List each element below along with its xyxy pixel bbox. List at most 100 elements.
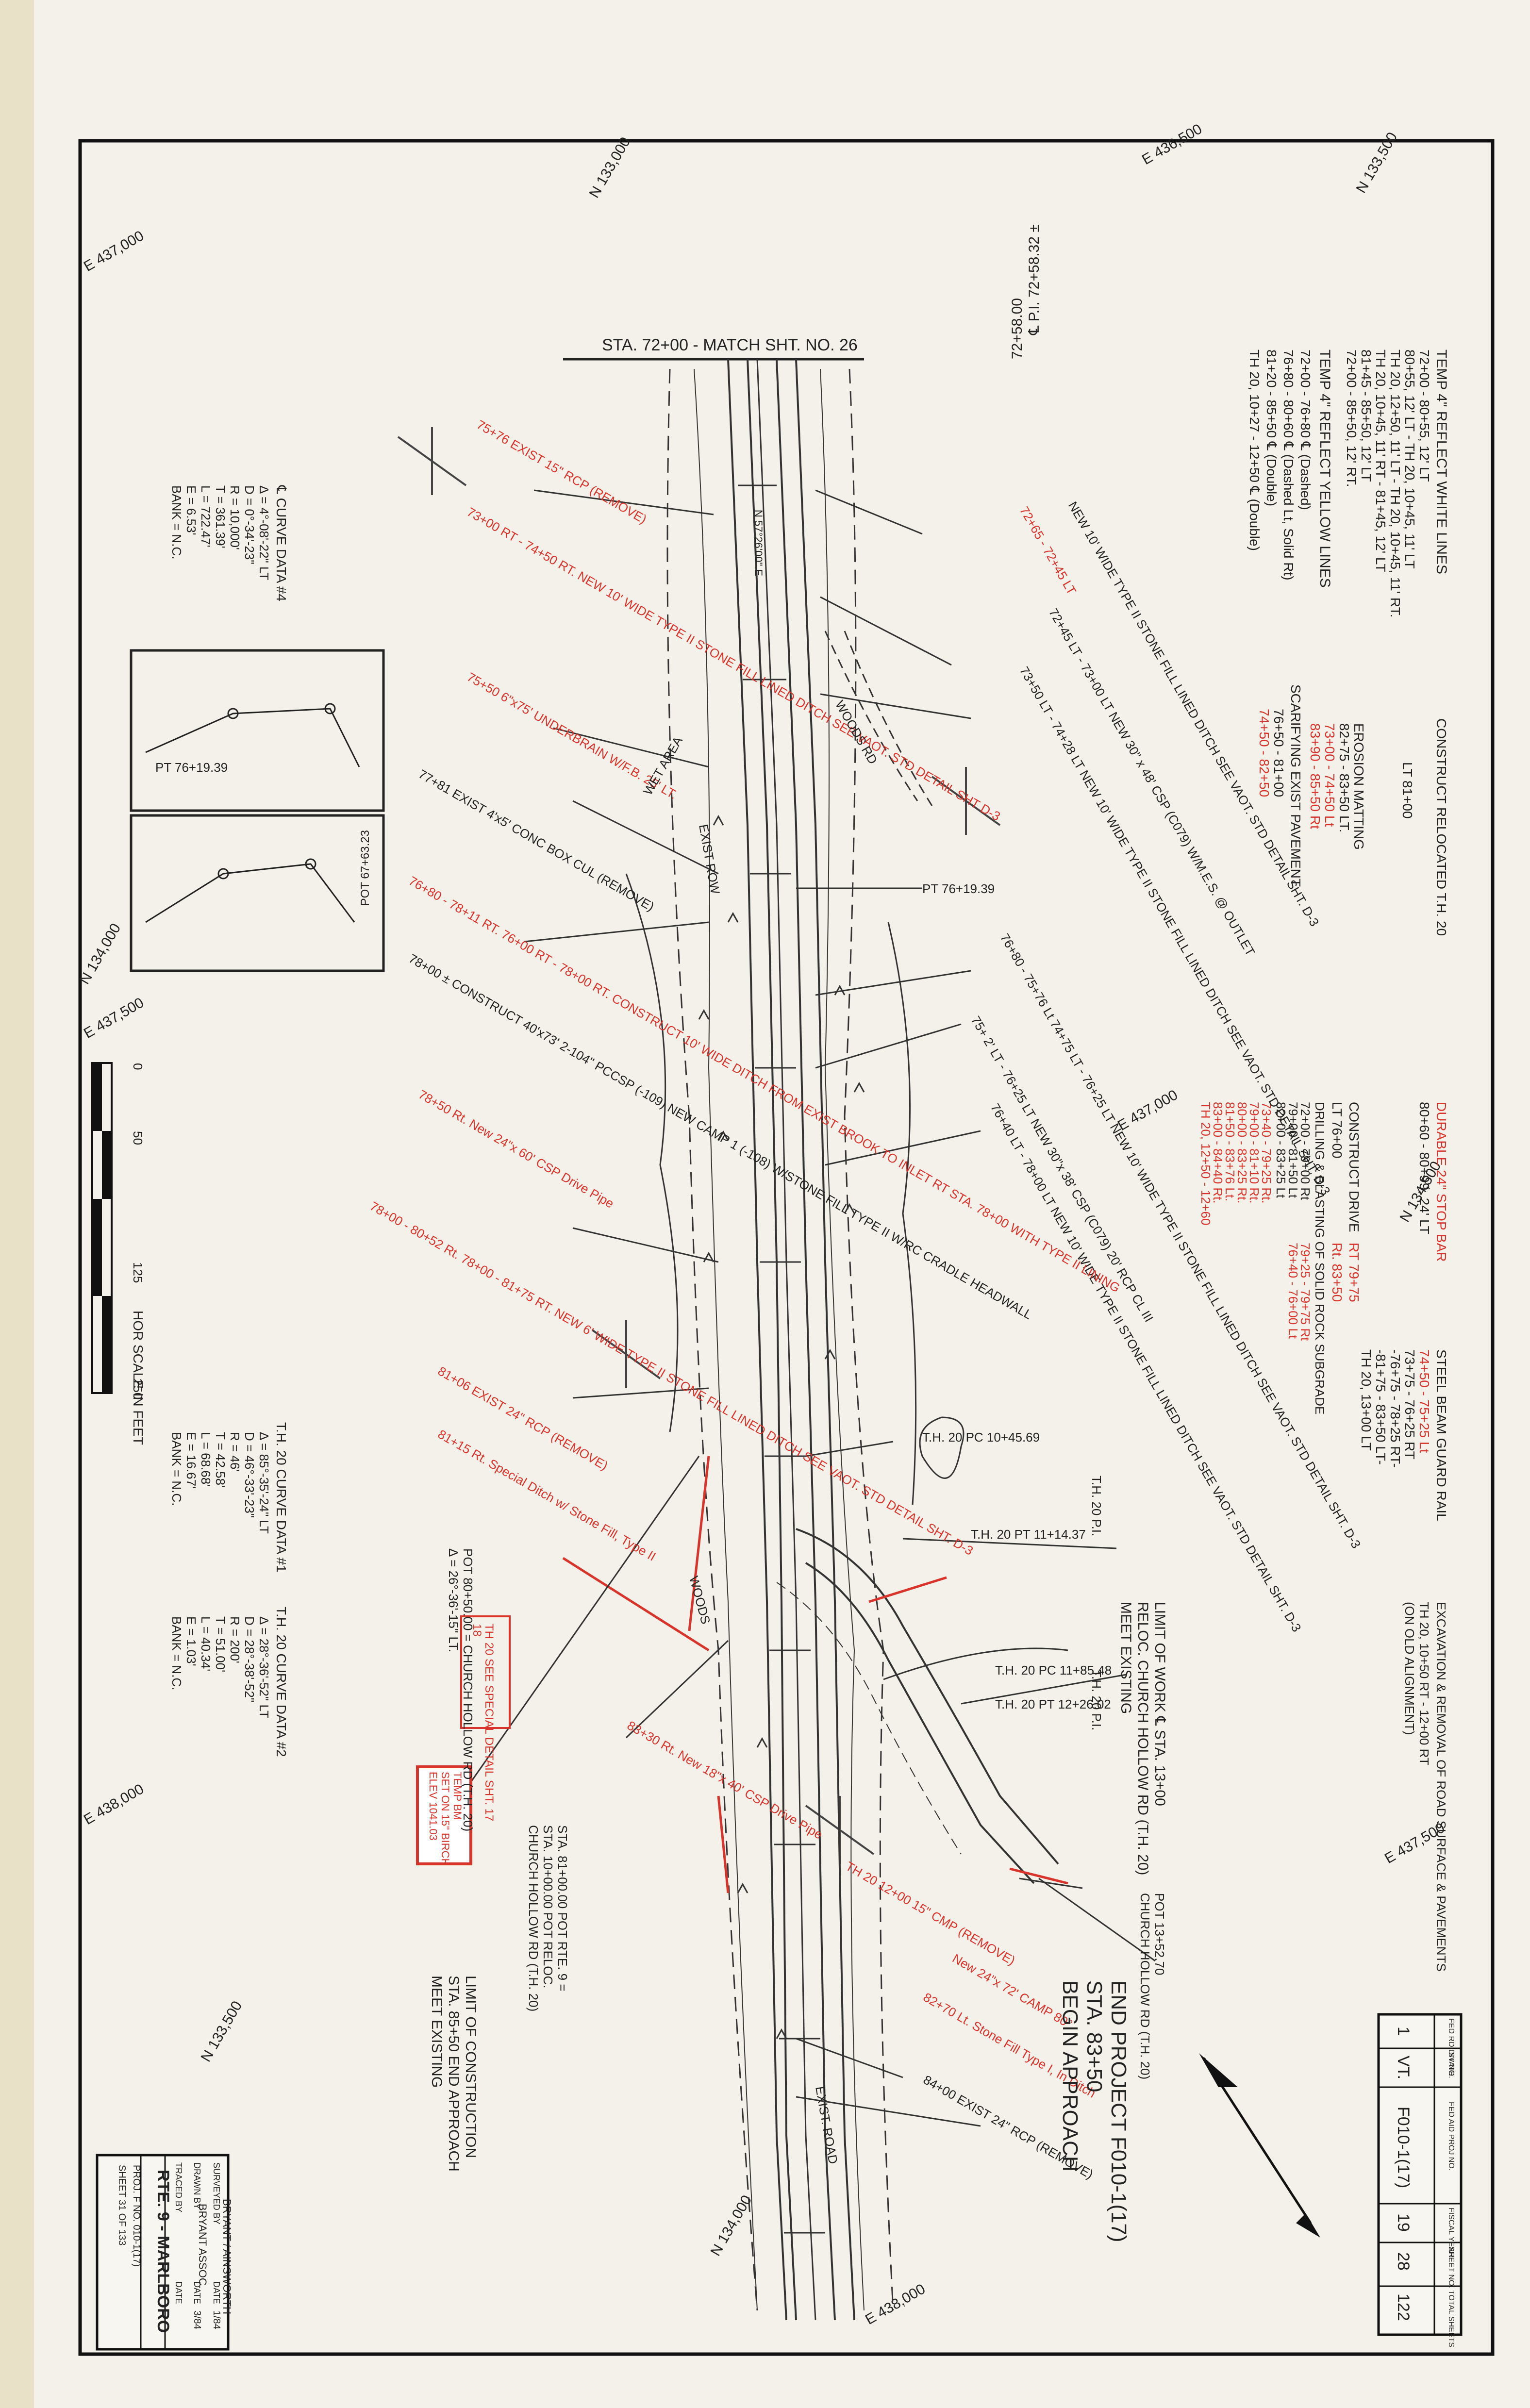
scale-tick: 125 <box>131 1262 145 1283</box>
grid-crosses <box>397 427 1001 1864</box>
svg-text:℄ CURVE DATA #4: ℄ CURVE DATA #4 <box>274 485 289 601</box>
svg-text:D = 46°-33'-23": D = 46°-33'-23" <box>242 1432 257 1518</box>
svg-text:TH 20, 13+00 LT: TH 20, 13+00 LT <box>1359 1349 1374 1451</box>
svg-text:FED AID PROJ NO.: FED AID PROJ NO. <box>1447 2102 1455 2171</box>
svg-text:72+00 - 85+50, 12' RT.: 72+00 - 85+50, 12' RT. <box>1344 349 1359 487</box>
svg-text:TRACED BY: TRACED BY <box>174 2162 183 2212</box>
svg-text:L = 722.47': L = 722.47' <box>199 485 213 548</box>
th20-curve-data-2: T.H. 20 CURVE DATA #2 Δ = 28°-36'-52" LT… <box>169 1607 289 1757</box>
svg-text:81+50 - 83+76 Lt.: 81+50 - 83+76 Lt. <box>1223 1102 1237 1201</box>
svg-text:T.H. 20 P.I.: T.H. 20 P.I. <box>1089 1670 1104 1730</box>
svg-text:EXCAVATION & REMOVAL OF ROAD S: EXCAVATION & REMOVAL OF ROAD SURFACE & P… <box>1434 1602 1448 1972</box>
svg-text:POT 80+50.00 = CHURCH HOLLOW R: POT 80+50.00 = CHURCH HOLLOW RD (T.H. 20… <box>461 1548 475 1831</box>
svg-text:DATE: DATE <box>174 2281 183 2304</box>
svg-text:T.H. 20 PT 11+14.37: T.H. 20 PT 11+14.37 <box>971 1527 1086 1542</box>
svg-text:MEET EXISTING: MEET EXISTING <box>429 1976 445 2088</box>
svg-text:STA. 83+50: STA. 83+50 <box>1082 1980 1106 2092</box>
curve-inset-2: POT 67+63.23 <box>130 814 385 972</box>
svg-text:LT 81+00: LT 81+00 <box>1400 762 1415 819</box>
svg-text:E = 1.03': E = 1.03' <box>184 1616 199 1666</box>
svg-text:T.H. 20 PT 12+26.02: T.H. 20 PT 12+26.02 <box>995 1697 1111 1711</box>
svg-text:SURVEYED BY: SURVEYED BY <box>212 2162 221 2225</box>
svg-text:18: 18 <box>470 1624 483 1637</box>
svg-text:TH 20, 10+27 - 12+50 ℄ (Double: TH 20, 10+27 - 12+50 ℄ (Double) <box>1247 349 1262 551</box>
scale-title: HOR SCALE IN FEET <box>131 1311 146 1445</box>
svg-text:72+00 - 80+55, 12' LT: 72+00 - 80+55, 12' LT <box>1417 349 1432 482</box>
svg-text:122: 122 <box>1394 2293 1413 2321</box>
svg-text:T.H. 20 CURVE DATA #2: T.H. 20 CURVE DATA #2 <box>274 1607 289 1757</box>
svg-text:SHEET NO.: SHEET NO. <box>1447 2246 1455 2288</box>
svg-text:L = 40.34': L = 40.34' <box>199 1616 213 1671</box>
svg-text:73+00 - 74+50 Lt: 73+00 - 74+50 Lt <box>1322 723 1337 827</box>
svg-text:DATE: DATE <box>212 2281 221 2304</box>
svg-text:Δ = 85°-35'-24" LT: Δ = 85°-35'-24" LT <box>257 1432 271 1534</box>
svg-text:CONSTRUCT DRIVE: CONSTRUCT DRIVE <box>1347 1102 1362 1232</box>
steel-guard-rail: STEEL BEAM GUARD RAIL 74+50 - 75+25 Lt 7… <box>1359 1349 1449 1521</box>
svg-text:79+25 - 79+75 Rt: 79+25 - 79+75 Rt <box>1298 1243 1313 1341</box>
scale-tick: 250 <box>131 1378 145 1399</box>
svg-text:BANK = N.C.: BANK = N.C. <box>169 1616 184 1690</box>
svg-text:EROSION MATTING: EROSION MATTING <box>1351 723 1366 850</box>
temp-yellow-lines: TEMP 4" REFLECT YELLOW LINES 72+00 - 76+… <box>1247 349 1333 588</box>
svg-text:T.H. 20 CURVE DATA #1: T.H. 20 CURVE DATA #1 <box>274 1422 289 1573</box>
svg-text:TEMP 4" REFLECT YELLOW LINES: TEMP 4" REFLECT YELLOW LINES <box>1317 349 1333 588</box>
svg-text:BEGIN APPROACH: BEGIN APPROACH <box>1058 1980 1082 2172</box>
limit-of-construction: LIMIT OF CONSTRUCTION STA. 85+50 END APP… <box>429 1976 479 2172</box>
svg-text:3/84: 3/84 <box>192 2310 202 2329</box>
svg-text:Δ = 28°-36'-52" LT: Δ = 28°-36'-52" LT <box>257 1616 271 1718</box>
svg-text:Δ = 26°-36'-15" LT.: Δ = 26°-36'-15" LT. <box>446 1548 461 1652</box>
svg-text:19: 19 <box>1394 2213 1413 2232</box>
svg-text:79+00 - 81+10 Rt.: 79+00 - 81+10 Rt. <box>1247 1102 1262 1204</box>
roadway <box>625 359 1068 2321</box>
svg-text:T = 361.39': T = 361.39' <box>213 485 228 548</box>
svg-text:VT.: VT. <box>1394 2056 1413 2079</box>
svg-text:E = 16.67': E = 16.67' <box>184 1432 199 1489</box>
title-block: SURVEYED BY BRYANT / AINSWORTH DATE 1/84… <box>96 2154 233 2351</box>
temp-white-lines: TEMP 4" REFLECT WHITE LINES 72+00 - 80+5… <box>1344 349 1449 617</box>
svg-text:T = 51.00': T = 51.00' <box>213 1616 228 1672</box>
cl-pi-sta: 72+58.00 <box>1009 298 1025 359</box>
svg-text:82+00 - 83+25 Lt: 82+00 - 83+25 Lt <box>1274 1102 1288 1198</box>
fed-aid-table: FED RD DIV NO. STATE FED AID PROJ NO. FI… <box>1377 2013 1463 2347</box>
svg-text:LIMIT OF CONSTRUCTION: LIMIT OF CONSTRUCTION <box>463 1976 479 2158</box>
svg-text:80+60 - 80+99, 24' LT: 80+60 - 80+99, 24' LT <box>1417 1102 1432 1234</box>
construct-drive: CONSTRUCT DRIVE LT 76+00 RT 79+75 Rt. 83… <box>1330 1102 1362 1302</box>
durable-stop-bar: DURABLE 24" STOP BAR 80+60 - 80+99, 24' … <box>1417 1102 1449 1262</box>
north-arrow-icon <box>1199 2053 1320 2238</box>
svg-text:-76+75 - 78+25 RT-: -76+75 - 78+25 RT- <box>1388 1349 1403 1468</box>
svg-text:73+75 - 76+25 RT: 73+75 - 76+25 RT <box>1402 1349 1417 1460</box>
svg-text:T.H. 20 P.I.: T.H. 20 P.I. <box>1089 1476 1104 1536</box>
svg-text:TH 20, 12+50, 11' LT - TH 20,: TH 20, 12+50, 11' LT - TH 20, 10+45, 11'… <box>1388 349 1403 617</box>
svg-text:RT 79+75: RT 79+75 <box>1347 1243 1362 1302</box>
svg-text:T.H. 20 PC 10+45.69: T.H. 20 PC 10+45.69 <box>922 1430 1040 1445</box>
svg-text:TH 20, 10+50 RT - 12+00 RT: TH 20, 10+50 RT - 12+00 RT <box>1417 1602 1431 1765</box>
svg-text:83+90 - 85+50 Rt: 83+90 - 85+50 Rt <box>1308 723 1323 829</box>
svg-text:TEMP 4" REFLECT WHITE LINES: TEMP 4" REFLECT WHITE LINES <box>1433 349 1449 574</box>
svg-text:TOTAL SHEETS: TOTAL SHEETS <box>1447 2290 1455 2347</box>
svg-text:STA. 85+50 END APPROACH: STA. 85+50 END APPROACH <box>446 1976 462 2172</box>
svg-text:RELOC. CHURCH HOLLOW RD (T.H.: RELOC. CHURCH HOLLOW RD (T.H. 20) <box>1135 1602 1151 1875</box>
svg-text:DATE: DATE <box>192 2281 202 2304</box>
svg-text:79+00 - 81+50 Lt: 79+00 - 81+50 Lt <box>1286 1102 1300 1198</box>
svg-text:BANK = N.C.: BANK = N.C. <box>169 1432 184 1506</box>
svg-text:74+50 - 75+25 Lt: 74+50 - 75+25 Lt <box>1417 1349 1432 1453</box>
temp-bm-box: TEMP BM SET ON 15" BIRCH ELEV 1041.03 <box>416 1765 472 1866</box>
svg-text:76+50 - 81+00: 76+50 - 81+00 <box>1271 709 1286 797</box>
pot-label: POT 67+63.23 <box>359 830 372 906</box>
drilling-blasting: DRILLING & BLASTING OF SOLID ROCK SUBGRA… <box>1198 1102 1327 1414</box>
svg-text:SHEET 31 OF 133: SHEET 31 OF 133 <box>116 2165 127 2245</box>
sheet-border <box>78 139 1495 2356</box>
svg-text:ELEV 1041.03: ELEV 1041.03 <box>427 1772 439 1841</box>
th20-curve-data-1: T.H. 20 CURVE DATA #1 Δ = 85°-35'-24" LT… <box>169 1422 289 1573</box>
church-hollow-labels: POT 80+50.00 = CHURCH HOLLOW RD (T.H. 20… <box>446 1430 1168 2079</box>
svg-text:DRAWN BY: DRAWN BY <box>192 2162 202 2209</box>
svg-text:76+40 - 76+00 Lt: 76+40 - 76+00 Lt <box>1286 1243 1300 1339</box>
svg-text:73+40 - 79+25 Rt.: 73+40 - 79+25 Rt. <box>1259 1102 1274 1204</box>
special-detail-box: TH 20 SEE SPECIAL DETAIL SHT. 17 18 <box>460 1615 511 1821</box>
svg-text:BANK = N.C.: BANK = N.C. <box>169 485 184 559</box>
svg-text:D = 28°-38'-52": D = 28°-38'-52" <box>242 1616 257 1702</box>
pt-label: PT 76+19.39 <box>155 760 228 775</box>
svg-text:RTE. 9 - MARLBORO: RTE. 9 - MARLBORO <box>154 2170 172 2333</box>
svg-text:(ON OLD ALIGNMENT): (ON OLD ALIGNMENT) <box>1402 1602 1417 1735</box>
